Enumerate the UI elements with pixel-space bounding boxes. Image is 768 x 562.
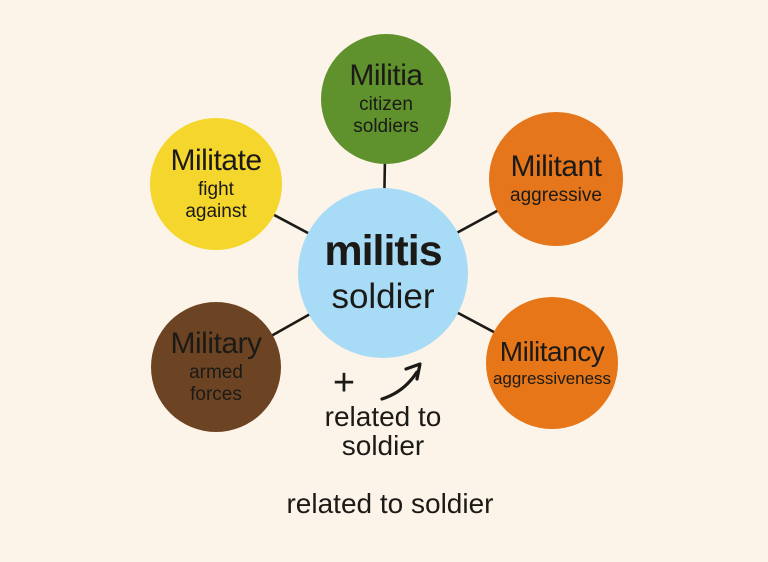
- node-subtitle-line: aggressive: [510, 185, 602, 207]
- node-title: Militancy: [499, 335, 605, 367]
- center-subtitle: soldier: [331, 277, 435, 317]
- node-militancy: Militancy aggressiveness: [486, 297, 618, 429]
- center-title: militis: [324, 227, 442, 276]
- node-subtitle-line: against: [185, 201, 247, 223]
- node-center-militis: militis soldier: [298, 188, 468, 358]
- node-militate: Militate fight against: [150, 118, 282, 250]
- curved-arrow-icon: [380, 362, 422, 401]
- node-subtitle-line: forces: [190, 384, 242, 406]
- node-militia: Militia citizen soldiers: [321, 34, 451, 164]
- node-subtitle: armed forces: [189, 362, 243, 406]
- node-subtitle-line: soldiers: [353, 116, 419, 138]
- plus-sign: +: [332, 362, 356, 404]
- annotation-line: related to: [324, 401, 442, 432]
- node-subtitle: citizen soldiers: [353, 94, 418, 138]
- node-title: Militant: [510, 149, 602, 183]
- node-title: Military: [170, 326, 263, 360]
- node-subtitle-line: fight: [198, 179, 234, 201]
- node-title: Militate: [170, 143, 262, 177]
- node-subtitle-line: aggressiveness: [492, 369, 612, 389]
- caption-text: related to soldier: [286, 488, 494, 519]
- node-subtitle-line: citizen: [359, 94, 413, 116]
- node-militant: Militant aggressive: [489, 112, 623, 246]
- node-subtitle: aggressive: [510, 185, 602, 207]
- annotation-text: related to soldier: [272, 402, 494, 461]
- annotation-line: soldier: [341, 430, 425, 462]
- node-subtitle: fight against: [185, 179, 246, 223]
- node-military: Military armed forces: [151, 302, 281, 432]
- node-subtitle: aggressiveness: [493, 369, 611, 389]
- node-subtitle-line: armed: [189, 362, 243, 384]
- node-title: Militia: [349, 58, 423, 92]
